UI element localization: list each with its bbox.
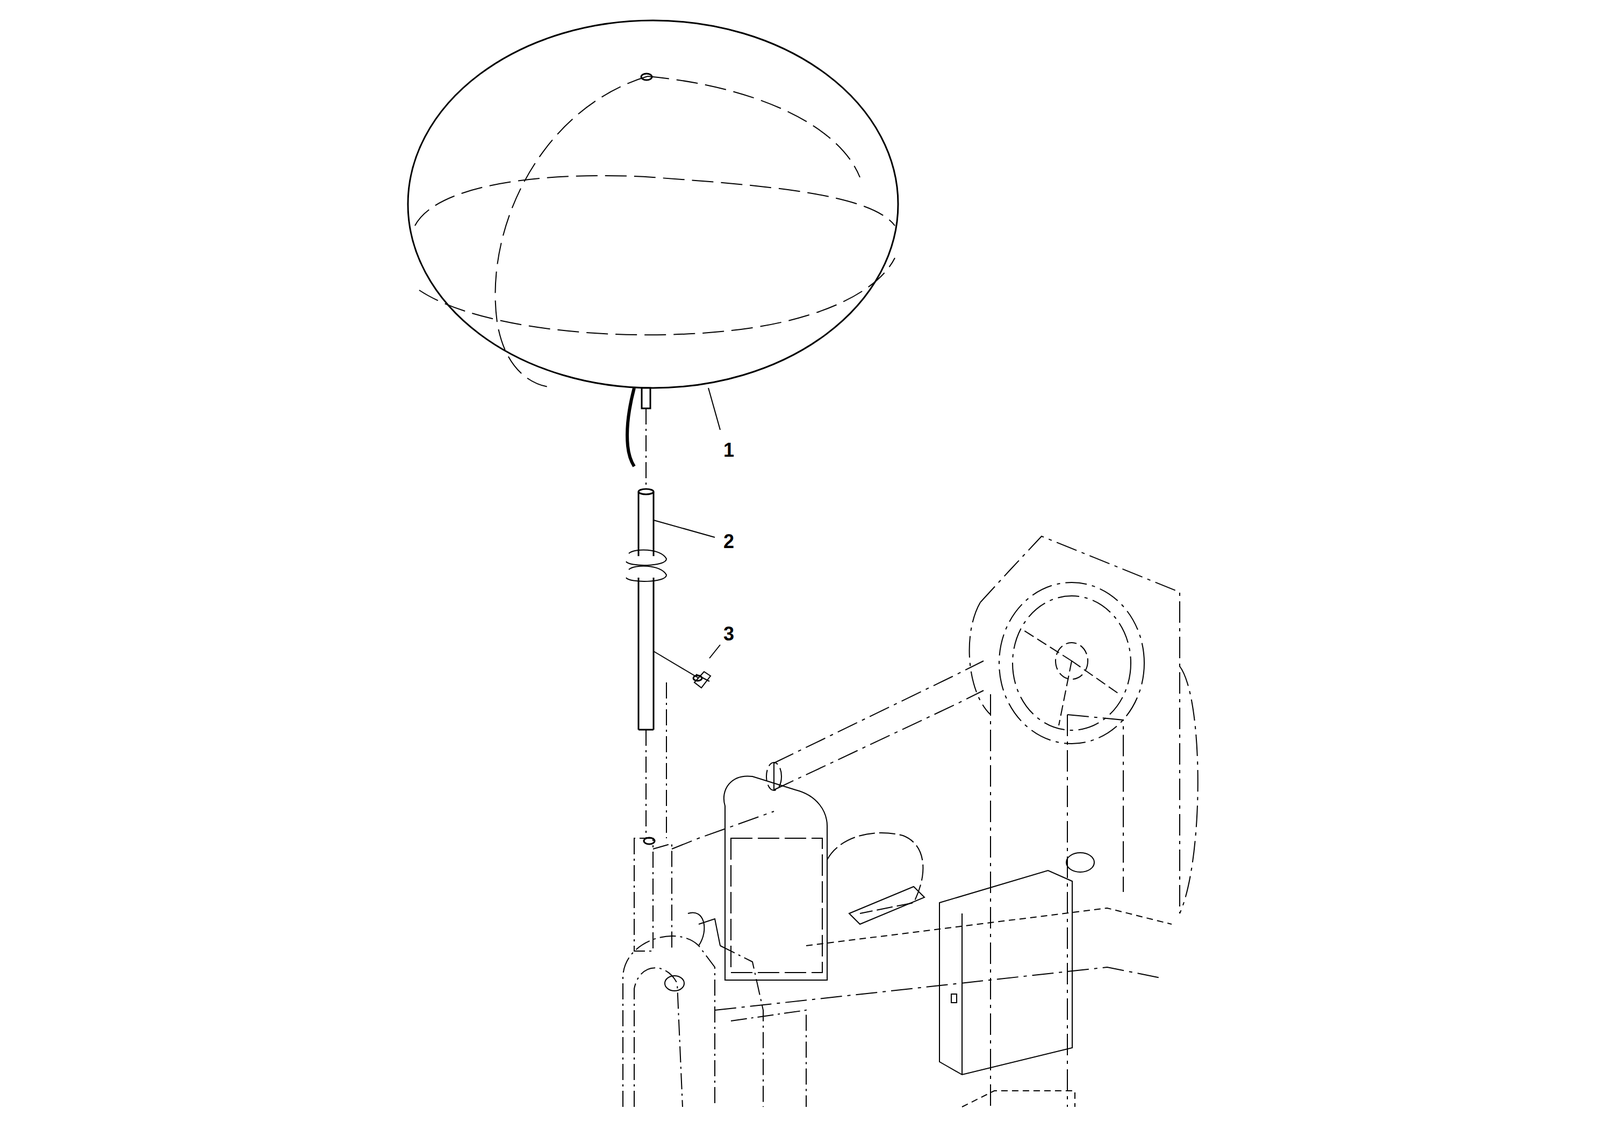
callout-number: 1 — [721, 439, 737, 462]
callout-number: 3 — [721, 623, 737, 645]
callout-number: 2 — [721, 531, 737, 553]
